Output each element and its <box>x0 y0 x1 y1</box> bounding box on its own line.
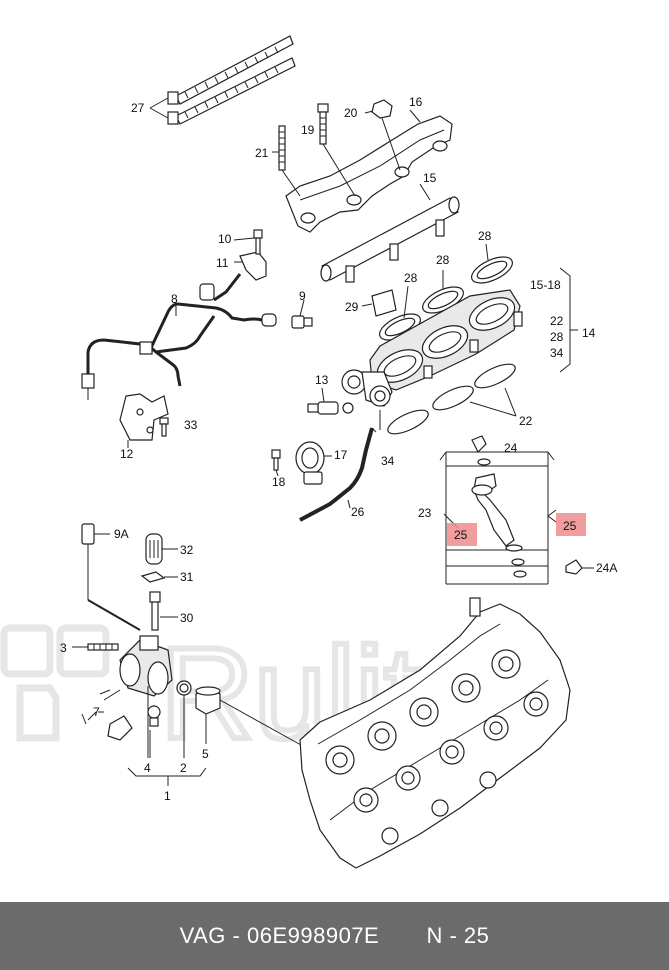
callout-15: 15 <box>423 171 437 185</box>
callout-28-top: 28 <box>478 229 492 243</box>
callout-25-right: 25 <box>563 519 577 533</box>
wiring-harness <box>81 273 277 400</box>
highlight-box-right <box>556 513 586 536</box>
nut <box>364 99 401 171</box>
callout-31: 31 <box>180 570 194 584</box>
pump-leaders <box>127 686 207 786</box>
pressure-sensor <box>291 299 313 329</box>
callout-34-group: 34 <box>550 346 564 360</box>
callout-17: 17 <box>334 448 348 462</box>
callout-24: 24 <box>504 441 518 455</box>
sensor-connector <box>81 523 110 600</box>
callout-11: 11 <box>216 256 229 270</box>
callout-1: 1 <box>164 789 171 803</box>
highlight-box-left <box>447 523 477 546</box>
callout-15-18: 15-18 <box>530 278 561 292</box>
stud <box>272 125 301 197</box>
clip <box>361 289 397 317</box>
brand-name: VAG <box>179 923 226 948</box>
flange-gaskets <box>387 363 517 435</box>
throttle-actuator <box>341 369 393 430</box>
callout-18: 18 <box>272 475 286 489</box>
callout-13: 13 <box>315 373 329 387</box>
diagram-position: N - 25 <box>426 923 490 948</box>
callout-21: 21 <box>255 146 269 160</box>
callout-24a: 24A <box>596 561 617 575</box>
cable-ties <box>149 35 296 125</box>
injector-detail <box>439 435 557 585</box>
retaining-clip <box>565 559 594 575</box>
callout-30: 30 <box>180 611 194 625</box>
callout-19: 19 <box>301 123 315 137</box>
callout-14: 14 <box>582 326 596 340</box>
callout-32: 32 <box>180 543 194 557</box>
parts-diagram: 27 20 16 19 21 15 10 28 11 28 28 8 9 29 … <box>60 35 617 869</box>
callout-23: 23 <box>418 506 432 520</box>
callout-28-group: 28 <box>550 330 564 344</box>
callout-12: 12 <box>120 447 134 461</box>
callout-28-low: 28 <box>404 271 418 285</box>
callout-34: 34 <box>381 454 395 468</box>
cylinder-head <box>299 597 571 869</box>
group-bracket <box>559 267 578 373</box>
callout-7: 7 <box>93 705 100 719</box>
callout-26: 26 <box>351 505 365 519</box>
footer-bar: VAG - 06E998907E N - 25 <box>0 902 669 970</box>
callout-2: 2 <box>180 761 187 775</box>
callout-5: 5 <box>202 747 209 761</box>
callout-10: 10 <box>218 232 232 246</box>
part-number: 06E998907E <box>247 923 380 948</box>
manifold-bracket <box>285 115 453 233</box>
fuel-rail <box>320 183 460 283</box>
callout-9a: 9A <box>114 527 129 541</box>
callout-28-mid: 28 <box>436 253 450 267</box>
vent-hose <box>299 427 377 522</box>
callout-20: 20 <box>344 106 358 120</box>
fuel-pump <box>72 599 311 751</box>
intake-flap-module <box>369 289 523 391</box>
callout-29: 29 <box>345 300 359 314</box>
callout-25-left: 25 <box>454 528 468 542</box>
footer-text: VAG - 06E998907E N - 25 <box>180 923 490 949</box>
callout-3: 3 <box>60 641 67 655</box>
callout-22-group: 22 <box>550 314 564 328</box>
callout-labels: 27 20 16 19 21 15 10 28 11 28 28 8 9 29 … <box>60 95 617 803</box>
bolt <box>317 103 356 197</box>
nut-31 <box>140 571 178 583</box>
damper-sleeve <box>145 533 178 565</box>
callout-4: 4 <box>144 761 151 775</box>
callout-22: 22 <box>519 414 533 428</box>
callout-33: 33 <box>184 418 198 432</box>
callout-27: 27 <box>131 101 145 115</box>
mounting-bracket <box>119 393 169 448</box>
fitting <box>149 591 178 631</box>
sensor <box>307 387 354 415</box>
intake-sensor <box>271 441 332 485</box>
callout-8: 8 <box>171 292 178 306</box>
callout-16: 16 <box>409 95 423 109</box>
callout-9: 9 <box>299 289 306 303</box>
gaskets <box>379 243 513 341</box>
harness-bracket <box>233 229 267 281</box>
separator: - <box>232 923 241 948</box>
